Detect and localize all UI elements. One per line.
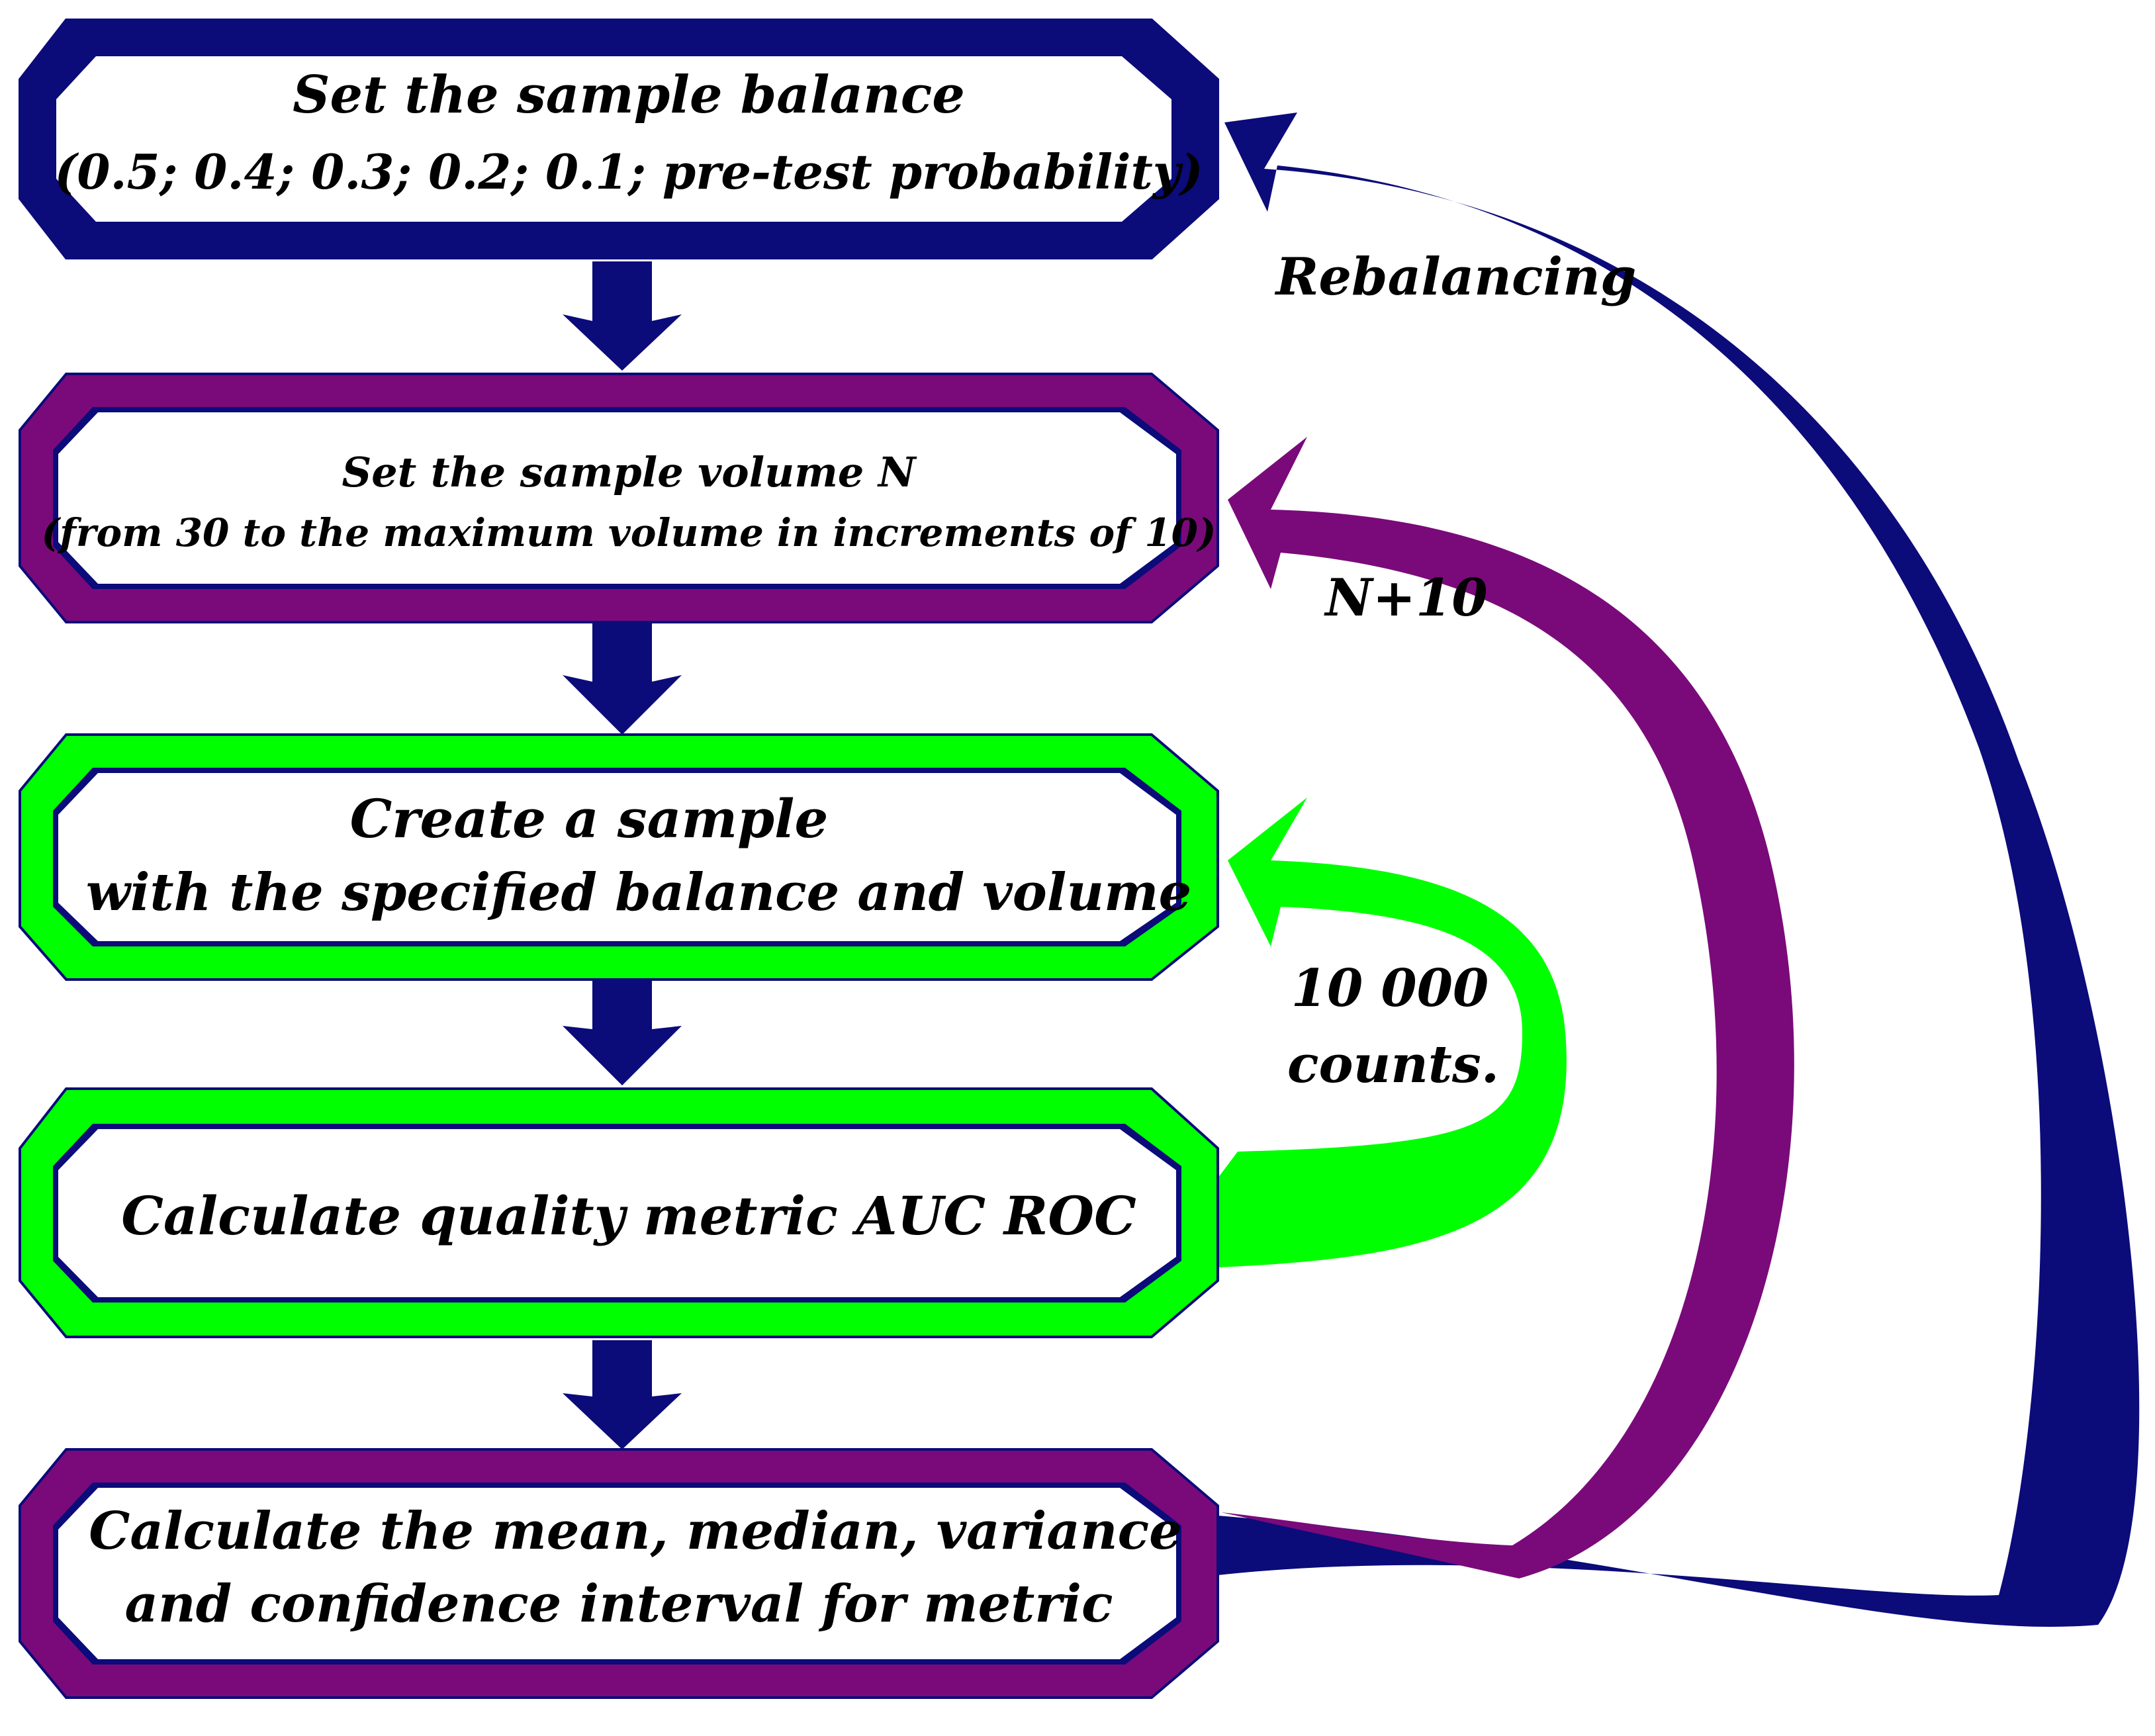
down-arrows [563, 261, 682, 1449]
box-calculate-auc: Calculate quality metric AUC ROC [19, 1087, 1219, 1338]
volume-loop-arrow [1221, 437, 1794, 1578]
box-line-2: (from 30 to the maximum volume in increm… [42, 510, 1216, 555]
volume-step-label: N+10 [1323, 568, 1487, 628]
box-set-sample-balance: Set the sample balance (0.5; 0.4; 0.3; 0… [19, 19, 1219, 259]
box-line-2: and confidence interval for metric [124, 1574, 1113, 1634]
volume-loop-band [1221, 437, 1794, 1578]
down-arrow-2 [563, 619, 682, 735]
box-line-1: Set the sample volume N [342, 448, 917, 496]
box-line-1: Calculate the mean, median, variance [89, 1501, 1182, 1561]
down-arrow-1 [563, 261, 682, 371]
box-create-sample: Create a sample with the specified balan… [19, 733, 1219, 981]
box-line-2: (0.5; 0.4; 0.3; 0.2; 0.1; pre-test proba… [54, 144, 1203, 200]
box-body [58, 1129, 1176, 1297]
box-line-1: Calculate quality metric AUC ROC [121, 1185, 1136, 1247]
box-body [58, 773, 1176, 941]
box-line-1: Create a sample [350, 788, 829, 850]
rebalancing-loop-band [1218, 113, 2140, 1627]
down-arrow-4 [563, 1340, 682, 1449]
box-line-1: Set the sample balance [293, 65, 965, 125]
rebalancing-loop-arrow [1218, 113, 2140, 1627]
counts-loop-arrow [1218, 798, 1567, 1267]
counts-loop-band [1218, 798, 1567, 1267]
rebalancing-label: Rebalancing [1275, 247, 1637, 307]
box-calculate-statistics: Calculate the mean, median, variance and… [19, 1448, 1219, 1699]
box-body [56, 56, 1171, 222]
box-line-2: with the specified balance and volume [86, 862, 1191, 923]
box-body [58, 1488, 1176, 1659]
counts-label-line-1: 10 000 [1291, 958, 1489, 1019]
counts-label-line-2: counts. [1287, 1034, 1499, 1095]
box-body [58, 412, 1176, 584]
box-set-sample-volume: Set the sample volume N (from 30 to the … [19, 373, 1219, 623]
down-arrow-3 [563, 980, 682, 1085]
